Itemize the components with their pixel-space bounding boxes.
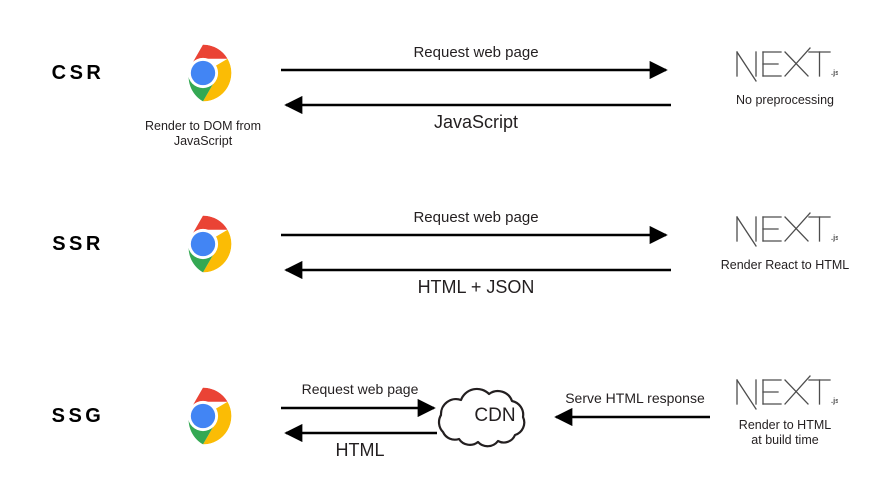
flow-arrows-ssg xyxy=(281,387,710,448)
server-caption-ssg: Render to HTML at build time xyxy=(700,418,870,448)
server-caption-ssr: Render React to HTML xyxy=(700,258,870,273)
arrow-label-ssr-html-json: HTML + JSON xyxy=(417,277,535,297)
server-node-ssg: .js Render to HTML at build time xyxy=(700,370,870,448)
nextjs-logo-suffix: .js xyxy=(831,233,838,242)
arrow-label-ssr-request: Request web page xyxy=(413,209,539,226)
client-node-csr xyxy=(128,44,278,107)
row-label-ssg: SSG xyxy=(51,405,105,427)
chrome-logo-icon xyxy=(174,215,232,273)
nextjs-logo-icon: .js xyxy=(735,47,838,82)
server-caption-line1: Render to HTML xyxy=(738,418,832,432)
client-node-ssr xyxy=(128,215,278,278)
client-caption-csr: Render to DOM from JavaScript xyxy=(128,119,278,149)
nextjs-logo-icon: .js xyxy=(735,375,838,410)
server-caption-line2: at build time xyxy=(751,433,819,447)
server-node-ssr: .js Render React to HTML xyxy=(700,207,870,273)
client-node-ssg xyxy=(128,387,278,450)
cdn-node-label: CDN xyxy=(474,405,516,426)
chrome-logo-icon xyxy=(174,387,232,445)
chrome-logo-icon xyxy=(174,44,232,102)
diagram-row-ssr: SSR Request web xyxy=(0,175,880,345)
server-caption-line1: Render React to HTML xyxy=(720,258,850,272)
row-label-ssr: SSR xyxy=(52,233,104,255)
arrow-label-csr-javascript: JavaScript xyxy=(433,112,519,132)
flow-arrows-csr xyxy=(281,60,671,115)
flow-arrows-ssr xyxy=(281,225,671,280)
row-label-csr: CSR xyxy=(51,62,105,84)
arrow-label-csr-request: Request web page xyxy=(413,44,539,61)
arrow-label-ssg-html: HTML xyxy=(335,440,385,460)
diagram-row-ssg: SSG xyxy=(0,345,880,495)
cdn-cloud-icon xyxy=(437,387,526,448)
server-node-csr: .js No preprocessing xyxy=(700,42,870,108)
diagram-row-csr: CSR xyxy=(0,0,880,175)
arrow-label-ssg-serve-html: Serve HTML response xyxy=(565,390,705,406)
nextjs-logo-suffix: .js xyxy=(831,396,838,405)
nextjs-logo-suffix: .js xyxy=(831,68,838,77)
nextjs-logo-icon: .js xyxy=(735,212,838,247)
server-caption-csr: No preprocessing xyxy=(700,93,870,108)
server-caption-line1: No preprocessing xyxy=(736,93,834,107)
arrow-label-ssg-request: Request web page xyxy=(301,381,419,397)
client-caption-line2: JavaScript xyxy=(173,134,233,148)
client-caption-line1: Render to DOM from xyxy=(144,119,261,133)
